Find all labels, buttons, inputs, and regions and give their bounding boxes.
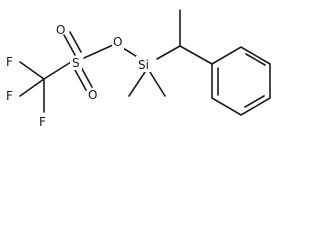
bond-si-ch <box>156 45 181 60</box>
atom-f1: F <box>6 55 13 69</box>
atom-o2: O <box>88 88 97 102</box>
bond-si-me2 <box>149 71 166 97</box>
atom-f3: F <box>39 115 46 129</box>
atom-f2: F <box>6 89 13 103</box>
bond-s-o2-a <box>74 69 87 91</box>
atom-o3: O <box>113 35 122 49</box>
atom-o1: O <box>56 23 65 37</box>
bond-si-me1 <box>128 71 146 97</box>
bond-s-o1-a <box>63 34 76 56</box>
bond-s-o3 <box>83 44 114 59</box>
chemical-structure: F F F S O O O Si <box>6 9 271 129</box>
ring-double-bond-2 <box>244 95 265 108</box>
atom-si: Si <box>138 58 149 72</box>
bond-ch-ph <box>179 45 213 65</box>
bond-c-f1 <box>19 61 45 80</box>
bond-s-o2-b <box>80 66 93 88</box>
bond-s-o1-b <box>69 31 82 53</box>
bond-c-s <box>43 61 72 80</box>
atom-s: S <box>72 56 80 70</box>
benzene-ring <box>211 46 271 116</box>
bond-c-f2 <box>19 78 45 97</box>
ring-double-bond-1 <box>245 53 266 66</box>
